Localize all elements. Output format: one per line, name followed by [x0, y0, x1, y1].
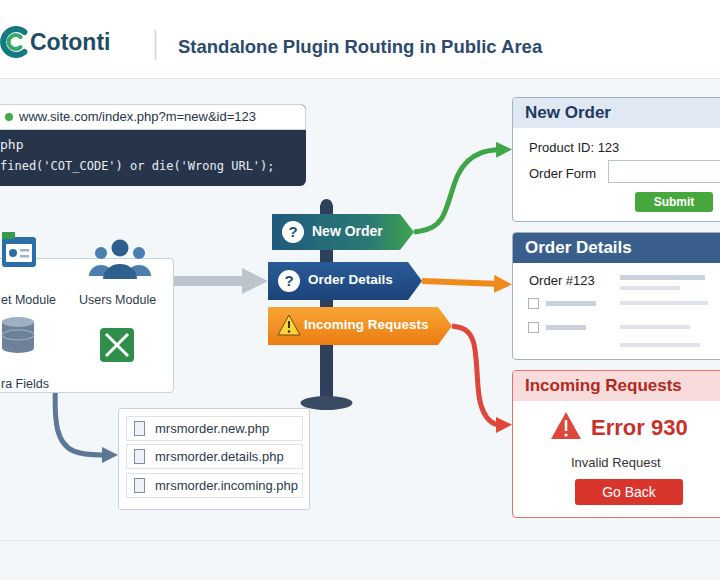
error-code: Error 930: [591, 415, 720, 441]
header-band: [0, 0, 720, 78]
module-name: Users Module: [79, 293, 173, 308]
header-rule: [0, 78, 720, 79]
error-icon: [551, 412, 581, 439]
signpost-cap: [321, 199, 333, 211]
users-icon: [89, 265, 113, 276]
page-panel: Order DetailsOrder #123: [512, 232, 720, 360]
sign-shape: [272, 214, 414, 250]
sign-label: Incoming Requests: [304, 317, 446, 333]
file-list-box: mrsmorder.new.php mrsmorder.details.php mr…: [118, 408, 310, 510]
users-icon: [103, 264, 137, 279]
module-icon: [9, 249, 17, 257]
warning-icon: [288, 330, 291, 333]
button-label: Submit: [635, 192, 713, 212]
database-icon: [2, 343, 34, 353]
file-name: mrsmorder.new.php: [155, 421, 307, 437]
users-icon: [112, 240, 129, 257]
order-number: Order #123: [529, 273, 629, 289]
button-label: Go Back: [575, 479, 683, 505]
question-mark: ?: [278, 270, 300, 292]
module-icon: [2, 237, 36, 267]
file-row: [127, 445, 303, 469]
signpost-arrow: ? Order Details: [268, 262, 422, 300]
checkbox: [529, 323, 539, 333]
users-icon: [133, 247, 145, 259]
placeholder-bar: [620, 343, 700, 347]
signpost-arrow: Incoming Requests: [268, 307, 452, 345]
module-icon: [20, 255, 29, 258]
url-bar: www.site.com/index.php?m=new&id=123: [0, 104, 306, 130]
code-line: php: [0, 137, 300, 153]
url-dot: [5, 113, 13, 121]
footer-rule: [0, 540, 720, 541]
field-text: Product ID: 123: [529, 140, 709, 156]
placeholder-bar: [620, 286, 680, 290]
flow-arrow: [174, 276, 252, 286]
panel-heading: Order Details: [513, 233, 720, 263]
sign-label: New Order: [312, 223, 408, 240]
extension-icon: [106, 334, 128, 356]
header-divider: [155, 30, 157, 60]
file-name: mrsmorder.incoming.php: [155, 478, 307, 494]
module-icon: [6, 244, 32, 262]
error-icon: [565, 420, 568, 431]
database-icon: [2, 322, 34, 348]
users-icon: [95, 247, 107, 259]
sign-shape: [268, 307, 452, 345]
placeholder-bar: [546, 325, 586, 330]
module-icon: [20, 249, 29, 252]
error-message: Invalid Request: [571, 455, 711, 471]
sign-shape: [268, 262, 422, 300]
placeholder-bar: [620, 275, 705, 280]
logo-arc: [9, 35, 21, 49]
sign-label: Order Details: [308, 272, 420, 288]
file-icon: [135, 450, 145, 464]
page-title: Standalone Plugin Routing in Public Area: [178, 36, 698, 58]
signpost-arrow: ? New Order: [272, 214, 414, 250]
panel-heading: New Order: [513, 98, 720, 128]
file-name: mrsmorder.details.php: [155, 449, 307, 465]
file-icon: [135, 422, 145, 436]
users-icon: [127, 265, 151, 276]
field-label: Order Form: [529, 166, 649, 182]
flow-arrow: [55, 393, 108, 455]
page-panel: New OrderProduct ID: 123Order FormSubmit: [512, 97, 720, 222]
placeholder-bar: [620, 325, 690, 329]
file-icon: [135, 479, 145, 493]
warning-icon: [288, 321, 290, 328]
code-box: php fined('COT_CODE') or die('Wrong URL')…: [0, 104, 306, 186]
file-row: [127, 474, 303, 498]
file-row: [127, 417, 303, 441]
warning-icon: [278, 315, 300, 335]
error-panel: Incoming RequestsError 930Invalid Reques…: [512, 370, 720, 518]
database-icon: [2, 330, 34, 340]
error-icon: [564, 433, 567, 436]
database-icon: [2, 317, 34, 327]
logo-text: Cotonti: [30, 29, 150, 57]
url-text: www.site.com/index.php?m=new&id=123: [19, 109, 305, 125]
placeholder-bar: [546, 301, 596, 306]
placeholder-bar: [620, 301, 708, 305]
back-button: Go Back: [575, 479, 683, 505]
flow-arrow: [414, 150, 502, 232]
flow-arrow: [452, 326, 502, 425]
module-icon: [2, 232, 15, 239]
module-name: et Module: [1, 293, 81, 308]
logo-arc: [3, 29, 24, 55]
input-field: [609, 161, 720, 183]
extension-icon: [100, 328, 134, 362]
checkbox: [529, 299, 539, 309]
submit-button: Submit: [635, 192, 713, 212]
code-line: fined('COT_CODE') or die('Wrong URL');: [0, 159, 306, 173]
module-group-box: et ModuleUsers Module ra Fields: [0, 258, 174, 393]
panel-heading: Incoming Requests: [513, 371, 720, 401]
question-mark: ?: [282, 221, 304, 243]
module-name: ra Fields: [1, 377, 91, 392]
flow-arrow: [422, 281, 501, 284]
